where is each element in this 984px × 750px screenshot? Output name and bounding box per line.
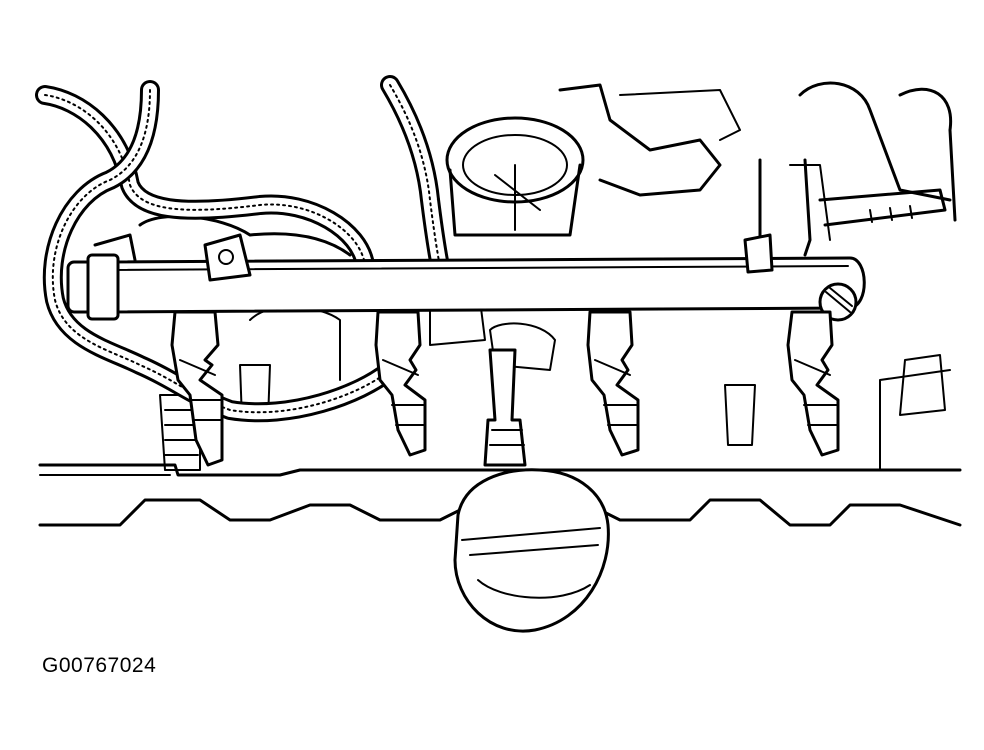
figure-label: G00767024 xyxy=(42,654,157,677)
fuel-rail xyxy=(66,233,866,322)
electrical-connector xyxy=(483,348,527,467)
fuel-injector-2 xyxy=(374,310,427,457)
fuel-injector-3 xyxy=(586,310,640,457)
fuel-injector-1 xyxy=(170,310,224,467)
oil-filler-cap xyxy=(453,468,610,633)
fuel-injector-4 xyxy=(786,310,840,457)
upper-right-components xyxy=(758,81,957,257)
throttle-body xyxy=(445,83,741,237)
